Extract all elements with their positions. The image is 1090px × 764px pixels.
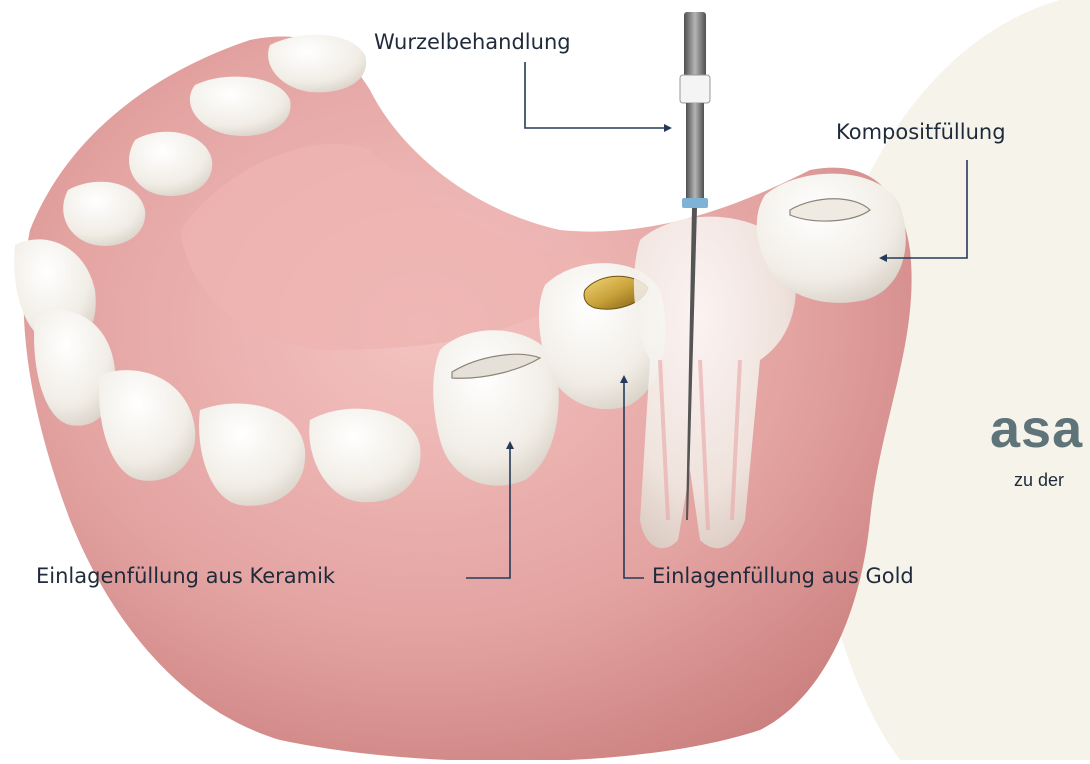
brand-tagline: zu der	[1014, 470, 1064, 491]
callout-root-canal	[525, 62, 665, 128]
label-composite: Kompositfüllung	[836, 120, 1006, 144]
label-root-canal: Wurzelbehandlung	[374, 30, 571, 54]
ceramic-tooth	[433, 330, 559, 485]
label-ceramic-inlay: Einlagenfüllung aus Keramik	[36, 564, 335, 588]
label-gold-inlay: Einlagenfüllung aus Gold	[652, 564, 914, 588]
brand-logo: asa	[990, 398, 1083, 460]
